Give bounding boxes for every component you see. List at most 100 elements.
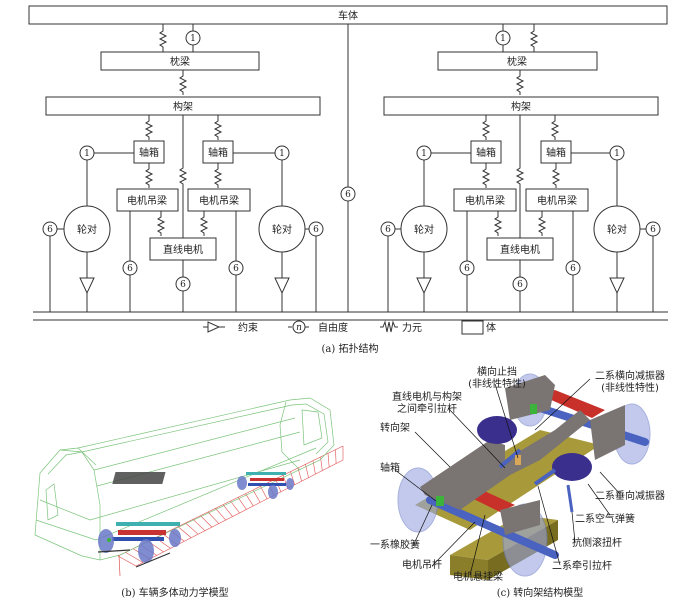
legend-force-label: 力元	[402, 321, 422, 334]
motor-beam-box	[116, 188, 179, 212]
caption-b: (b) 车辆多体动力学模型	[121, 586, 228, 599]
bolster-box	[100, 51, 260, 71]
track-tie	[327, 453, 330, 468]
axle	[426, 496, 559, 559]
track-tie	[215, 508, 226, 521]
wheelset-label: 轮对	[77, 223, 97, 236]
label-traction-rod: 二系牵引拉杆	[552, 559, 612, 572]
motor-beam-label: 电机吊梁	[127, 194, 167, 207]
bogie-front	[97, 522, 181, 577]
motor-beam-box	[453, 188, 517, 212]
spring-icon	[516, 72, 524, 96]
wheelset-label: 轮对	[414, 223, 434, 236]
track-tie	[222, 504, 233, 517]
legend-body: 体	[461, 320, 496, 335]
track-tie	[192, 519, 206, 531]
legend-constraint: 约束	[203, 321, 258, 334]
dof-label: 6	[464, 264, 470, 274]
frame-box	[383, 96, 659, 116]
dof-label: 1	[84, 149, 90, 159]
bogie-rear	[112, 472, 294, 499]
axlebox-label: 轴箱	[546, 146, 566, 159]
spring-icon	[538, 213, 546, 237]
bolster-box	[437, 51, 598, 71]
bogie-frame-end	[505, 375, 555, 420]
track-tie	[125, 552, 144, 563]
spring-icon	[494, 213, 502, 237]
legend-force: 力元	[380, 320, 422, 334]
track-tie	[185, 522, 199, 535]
lateral-stop	[515, 455, 521, 465]
left-bogie-topology: 1 枕梁 构架 轴箱 轴箱 1 1	[42, 24, 324, 312]
bolster-label: 枕梁	[507, 55, 527, 68]
dof-label: 6	[233, 264, 239, 274]
carbody-label: 车体	[338, 9, 358, 22]
frame-label: 构架	[173, 100, 193, 113]
axlebox-label: 轴箱	[208, 146, 228, 159]
track-tie	[207, 511, 220, 524]
spring-icon	[157, 213, 165, 237]
label-motor-hanger: 电机吊杆	[402, 558, 442, 571]
legend-dof: n 自由度	[288, 320, 348, 334]
spring-icon	[482, 165, 490, 189]
motor-beam-box	[187, 188, 251, 212]
spring-icon	[551, 117, 559, 141]
bogie-structure-model: 横向止挡 (非线性特性) 直线电机与构架 之间牵引拉杆 转向架 轴箱 一系橡胶簧…	[370, 365, 665, 599]
air-spring	[477, 416, 517, 444]
axlebox-marker	[530, 404, 537, 414]
label-anti-roll: 抗侧滚扭杆	[572, 536, 622, 549]
dof-label: 6	[127, 264, 133, 274]
constraint-icon	[207, 321, 221, 333]
label-motor-rod: 直线电机与构架	[392, 390, 462, 403]
bogie-frame-end	[500, 500, 540, 535]
dof-label: 1	[190, 34, 196, 44]
right-bogie-topology: 1 枕梁 构架 轴箱 轴箱 1 1	[380, 24, 661, 312]
label-sec-lateral-damper: 二系横向减振器	[595, 369, 665, 382]
spring-icon	[159, 27, 167, 51]
constraint-icon	[274, 277, 290, 295]
dof-label: 6	[570, 264, 576, 274]
constraint-icon	[416, 277, 432, 295]
spring-icon	[516, 164, 524, 188]
dof-label: 1	[279, 149, 285, 159]
track-tie	[117, 555, 137, 567]
traction-rod	[533, 468, 557, 486]
bolster-label: 枕梁	[170, 55, 190, 68]
label-sec-lateral-damper-note: (非线性特性)	[601, 381, 659, 394]
constraint-icon	[609, 277, 625, 295]
motor-beam-label: 电机吊梁	[199, 194, 239, 207]
body-icon	[461, 320, 484, 335]
label-lateral-stop: 横向止挡	[477, 365, 517, 378]
dof-label: 6	[385, 225, 391, 235]
motor-beam-label: 电机吊梁	[537, 194, 577, 207]
label-motor-beam: 电机悬挂梁	[453, 570, 503, 583]
label-lateral-stop-note: (非线性特性)	[468, 377, 526, 390]
spring-icon	[179, 72, 187, 96]
linear-motor-label: 直线电机	[500, 243, 540, 256]
frame-label: 构架	[511, 100, 531, 113]
wheelset-label: 轮对	[272, 223, 292, 236]
vehicle-multibody-model: (b) 车辆多体动力学模型	[34, 397, 344, 599]
label-air-spring: 二系空气弹簧	[575, 512, 635, 525]
label-sec-vertical-damper: 二系垂向减振器	[595, 489, 665, 502]
motor-beam-box	[525, 188, 589, 212]
spring-icon	[214, 165, 222, 189]
dof-circle	[340, 186, 356, 202]
leader-lines	[394, 378, 621, 576]
track-tie	[237, 497, 247, 510]
axlebox-label: 轴箱	[139, 146, 159, 159]
dof-label: 6	[180, 280, 186, 290]
track-tie	[245, 493, 254, 507]
dof-label: 6	[345, 190, 351, 200]
spring-icon	[214, 117, 222, 141]
spring-icon	[145, 117, 153, 141]
legend: 约束 n 自由度 力元 体	[203, 320, 496, 335]
linear-motor-label: 直线电机	[163, 243, 203, 256]
axlebox-marker	[436, 496, 444, 506]
axlebox-label: 轴箱	[476, 146, 496, 159]
air-spring	[552, 453, 592, 481]
caption-a: (a) 拓扑结构	[322, 342, 379, 355]
dof-label: 1	[614, 149, 620, 159]
wheelset-label: 轮对	[607, 223, 627, 236]
